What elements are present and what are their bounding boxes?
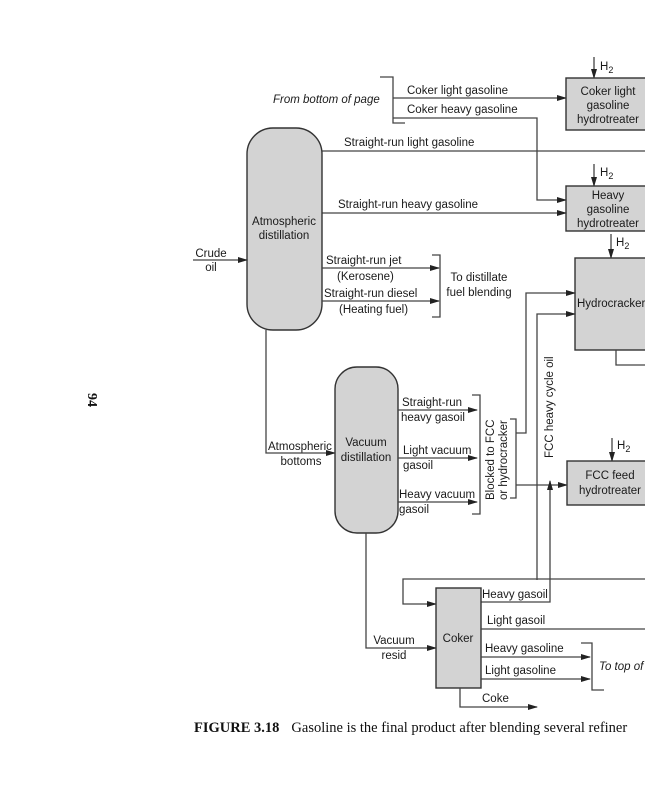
coker-recycle-line (402, 578, 645, 607)
sr-heavy-gasoline-label: Straight-run heavy gasoline (338, 199, 478, 211)
hydrocracker-label: Hydrocracker (577, 298, 645, 310)
hydrocracker-outlet-line (615, 350, 645, 366)
coker-lg-ht-line1: Coker light (581, 86, 637, 98)
coker-unit (435, 587, 482, 689)
heavy-ht-line2: gasoline (587, 204, 630, 216)
blocked-label-line1: Blocked to FCC (485, 419, 497, 500)
fcc-hco-label: FCC heavy cycle oil (544, 356, 556, 458)
atmospheric-label-line1: Atmospheric (252, 216, 316, 228)
coker-heavy-gasoline-label: Coker heavy gasoline (407, 104, 518, 116)
sr-light-gasoline-label: Straight-run light gasoline (344, 137, 474, 149)
vac-resid-label-line2: resid (382, 650, 407, 662)
h2-label-1: H2 (600, 61, 613, 75)
sr-hgo-label-line2: heavy gasoil (401, 412, 465, 424)
vacuum-resid-line (365, 533, 437, 651)
sr-diesel-label-line1: Straight-run diesel (324, 288, 417, 300)
lvgo-label-line2: gasoil (403, 460, 433, 472)
h2-label-2: H2 (600, 167, 613, 181)
crude-label-line2: oil (205, 262, 217, 274)
to-top-label: To top of (599, 661, 645, 673)
coker-light-gasoline-hydrotreater (565, 77, 645, 131)
h2-label-3: H2 (616, 237, 629, 251)
atm-bottoms-label-line1: Atmospheric (268, 441, 332, 453)
distillate-bracket (432, 254, 441, 318)
vacuum-distillation-column (334, 366, 399, 534)
heavy-ht-line3: hydrotreater (577, 218, 639, 230)
hydrocracker (574, 257, 645, 351)
figure-label: FIGURE 3.18 (194, 720, 280, 736)
coke-label: Coke (482, 693, 509, 705)
sr-diesel-label-line2: (Heating fuel) (339, 304, 408, 316)
light-gasoline-label: Light gasoline (485, 665, 556, 677)
figure-caption: FIGURE 3.18 Gasoline is the final product… (194, 720, 627, 737)
vacuum-label-line2: distillation (341, 452, 392, 464)
coker-light-gasoline-label: Coker light gasoline (407, 85, 508, 97)
crude-label-line1: Crude (195, 248, 226, 260)
fcc-heavy-cycle-oil-line (536, 311, 576, 580)
atmospheric-bottoms-line (265, 330, 336, 456)
lvgo-label-line1: Light vacuum (403, 445, 471, 457)
blocked-bracket-inner (510, 418, 517, 499)
hvgo-label-line2: gasoil (399, 504, 429, 516)
blocked-to-hydrocracker-line (516, 290, 576, 434)
fcc-ht-line2: hydrotreater (579, 485, 641, 497)
distillate-label-line1: To distillate (451, 272, 508, 284)
blocked-label-line2: or hydrocracker (498, 420, 510, 500)
sr-jet-label-line1: Straight-run jet (326, 255, 402, 267)
sr-jet-label-line2: (Kerosene) (337, 271, 394, 283)
h2-label-4: H2 (617, 440, 630, 454)
heavy-gasoil-label: Heavy gasoil (482, 589, 548, 601)
fcc-feed-hydrotreater (566, 460, 645, 506)
page-number: 94 (84, 393, 99, 407)
from-bottom-bracket (380, 76, 405, 124)
coker-lg-ht-line3: hydrotreater (577, 114, 639, 126)
atm-bottoms-label-line2: bottoms (281, 456, 322, 468)
from-bottom-label: From bottom of page (273, 94, 380, 106)
figure-caption-text: Gasoline is the final product after blen… (291, 720, 628, 736)
atmospheric-distillation-column (246, 127, 323, 331)
heavy-gasoline-hydrotreater (565, 185, 645, 232)
light-gasoil-label: Light gasoil (487, 615, 545, 627)
heavy-ht-line1: Heavy (592, 190, 625, 202)
atmospheric-label-line2: distillation (259, 230, 310, 242)
coke-line (459, 688, 538, 710)
hvgo-label-line1: Heavy vacuum (399, 489, 475, 501)
coker-heavy-gasoil-line (481, 480, 553, 603)
distillate-label-line2: fuel blending (446, 287, 511, 299)
vac-resid-label-line1: Vacuum (373, 635, 414, 647)
heavy-gasoline-label: Heavy gasoline (485, 643, 564, 655)
coker-label: Coker (443, 633, 474, 645)
coker-lg-ht-line2: gasoline (587, 100, 630, 112)
blocked-bracket-outer (472, 394, 481, 515)
fcc-ht-line1: FCC feed (585, 470, 634, 482)
to-top-bracket (581, 642, 604, 691)
vacuum-label-line1: Vacuum (345, 437, 386, 449)
coker-heavy-gasoline-line (393, 117, 567, 203)
sr-hgo-label-line1: Straight-run (402, 397, 462, 409)
